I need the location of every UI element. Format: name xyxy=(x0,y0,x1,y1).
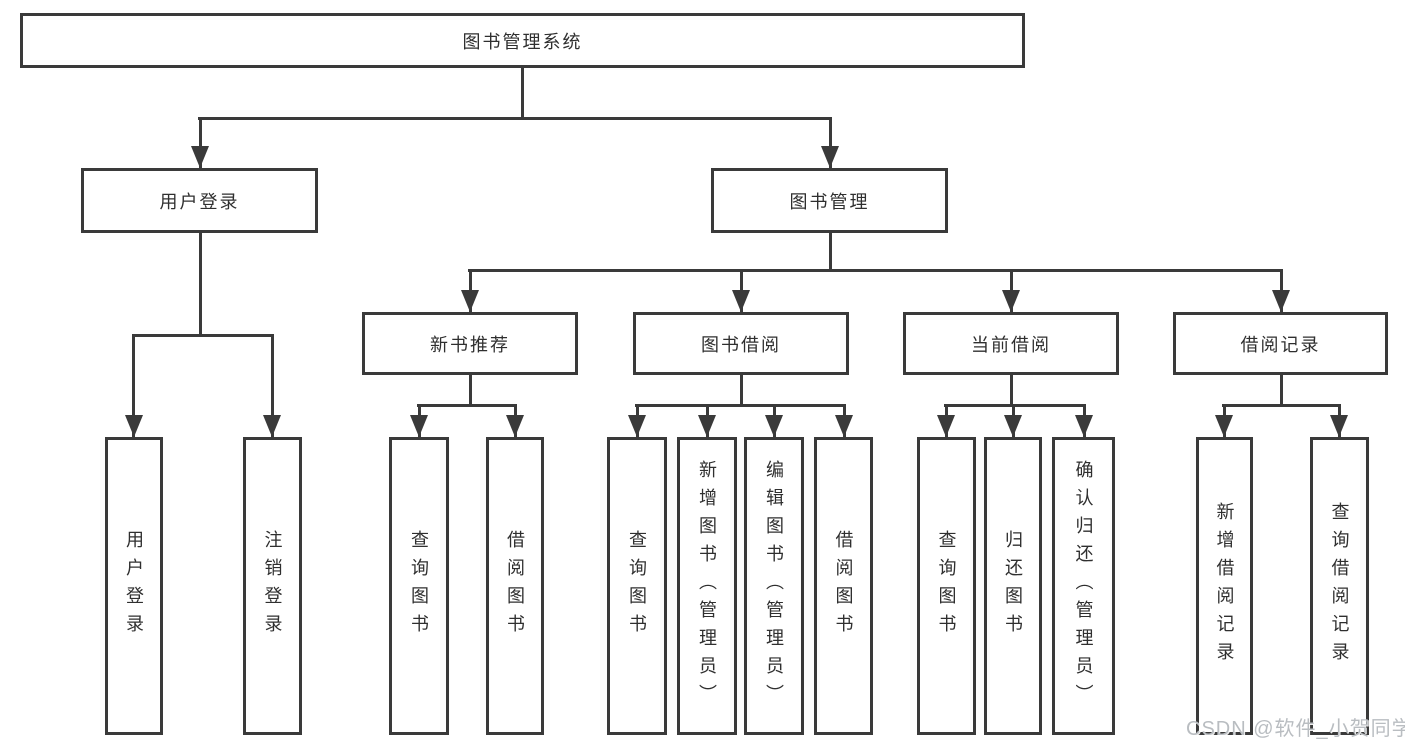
connector-root-riser xyxy=(521,68,524,120)
arrowhead-down-icon xyxy=(1004,415,1022,437)
arrowhead-down-icon xyxy=(1272,290,1290,312)
arrowhead-down-icon xyxy=(821,146,839,168)
connector-riser xyxy=(1280,375,1283,407)
leaf-edit-book-admin: 编辑图书（管理员） xyxy=(744,437,804,735)
arrowhead-down-icon xyxy=(765,415,783,437)
connector-drop-leaf xyxy=(271,334,274,437)
node-label: 图书管理 xyxy=(789,191,870,212)
leaf-label: 归还图书 xyxy=(1003,530,1023,642)
arrowhead-down-icon xyxy=(461,290,479,312)
node-user-login: 用户登录 xyxy=(81,168,318,233)
leaf-user-login: 用户登录 xyxy=(105,437,163,735)
node-borrow-record: 借阅记录 xyxy=(1173,312,1388,375)
node-label: 当前借阅 xyxy=(971,334,1051,355)
arrowhead-down-icon xyxy=(835,415,853,437)
arrowhead-down-icon xyxy=(937,415,955,437)
connector-riser xyxy=(1010,375,1013,407)
leaf-label: 新增借阅记录 xyxy=(1214,502,1235,670)
connector-riser xyxy=(740,375,743,407)
node-root-system: 图书管理系统 xyxy=(20,13,1025,68)
connector-book-management-riser xyxy=(829,233,832,272)
leaf-label: 注销登录 xyxy=(262,530,283,642)
arrowhead-down-icon xyxy=(1215,415,1233,437)
node-book-management: 图书管理 xyxy=(711,168,948,233)
leaf-label: 新增图书（管理员） xyxy=(697,460,717,712)
leaf-query-borrow-record: 查询借阅记录 xyxy=(1310,437,1369,735)
arrowhead-down-icon xyxy=(1330,415,1348,437)
leaf-confirm-return-admin: 确认归还（管理员） xyxy=(1052,437,1115,735)
arrowhead-down-icon xyxy=(628,415,646,437)
connector-user-login-split xyxy=(132,334,274,337)
leaf-query-book-recommend: 查询图书 xyxy=(389,437,449,735)
arrowhead-down-icon xyxy=(732,290,750,312)
node-label: 图书借阅 xyxy=(701,334,781,355)
leaf-add-book-admin: 新增图书（管理员） xyxy=(677,437,737,735)
leaf-label: 查询借阅记录 xyxy=(1329,502,1350,670)
node-label: 用户登录 xyxy=(159,191,240,212)
arrowhead-down-icon xyxy=(1002,290,1020,312)
leaf-logout: 注销登录 xyxy=(243,437,302,735)
csdn-watermark: CSDN @软件_小贺同学 xyxy=(1186,718,1405,740)
arrowhead-down-icon xyxy=(191,146,209,168)
arrowhead-down-icon xyxy=(125,415,143,437)
node-label: 图书管理系统 xyxy=(462,31,583,52)
connector-split xyxy=(635,404,846,407)
connector-level3-split xyxy=(468,269,1283,272)
leaf-query-book-current: 查询图书 xyxy=(917,437,976,735)
leaf-label: 用户登录 xyxy=(124,530,144,642)
arrowhead-down-icon xyxy=(1075,415,1093,437)
connector-riser xyxy=(469,375,472,407)
node-new-book-recommend: 新书推荐 xyxy=(362,312,578,375)
leaf-label: 编辑图书（管理员） xyxy=(764,460,784,712)
connector-split xyxy=(417,404,517,407)
connector-drop-book-management xyxy=(829,117,832,168)
arrowhead-down-icon xyxy=(410,415,428,437)
arrowhead-down-icon xyxy=(698,415,716,437)
connector-drop-leaf xyxy=(132,334,135,437)
leaf-label: 借阅图书 xyxy=(505,530,525,642)
node-current-borrow: 当前借阅 xyxy=(903,312,1119,375)
leaf-label: 借阅图书 xyxy=(833,530,854,642)
leaf-label: 查询图书 xyxy=(409,530,429,642)
connector-split xyxy=(1222,404,1341,407)
leaf-label: 查询图书 xyxy=(936,530,957,642)
node-label: 借阅记录 xyxy=(1240,334,1321,355)
leaf-add-borrow-record: 新增借阅记录 xyxy=(1196,437,1253,735)
node-label: 新书推荐 xyxy=(430,334,510,355)
leaf-borrow-book: 借阅图书 xyxy=(814,437,873,735)
leaf-label: 查询图书 xyxy=(627,530,647,642)
leaf-label: 确认归还（管理员） xyxy=(1073,460,1094,712)
connector-drop-user-login xyxy=(199,117,202,168)
node-book-borrow: 图书借阅 xyxy=(633,312,849,375)
leaf-return-book: 归还图书 xyxy=(984,437,1042,735)
arrowhead-down-icon xyxy=(263,415,281,437)
leaf-borrow-book-recommend: 借阅图书 xyxy=(486,437,544,735)
connector-level2-split xyxy=(198,117,832,120)
arrowhead-down-icon xyxy=(506,415,524,437)
leaf-query-book-borrow: 查询图书 xyxy=(607,437,667,735)
connector-user-login-riser xyxy=(199,233,202,337)
connector-split xyxy=(944,404,1086,407)
